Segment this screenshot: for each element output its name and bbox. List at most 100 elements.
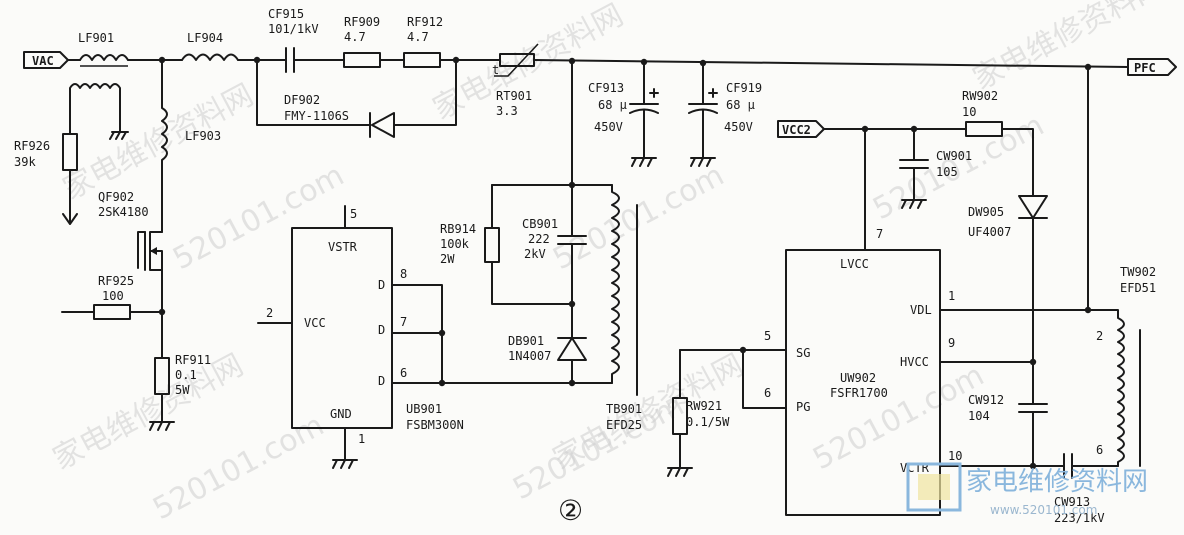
svg-text:FMY-1106S: FMY-1106S [284, 109, 349, 123]
svg-text:CW913: CW913 [1054, 495, 1090, 509]
svg-text:0.1/5W: 0.1/5W [686, 415, 730, 429]
svg-text:VCC: VCC [304, 316, 326, 330]
svg-text:RW921: RW921 [686, 399, 722, 413]
svg-text:VSTR: VSTR [328, 240, 358, 254]
svg-text:68 μ: 68 μ [598, 98, 627, 112]
svg-text:UB901: UB901 [406, 402, 442, 416]
svg-text:TW902: TW902 [1120, 265, 1156, 279]
site-logo-watermark: 家电维修资料网 www.520101.com [906, 462, 1148, 517]
svg-text:CW901: CW901 [936, 149, 972, 163]
cf913-capacitor [629, 61, 659, 159]
svg-text:CB901: CB901 [522, 217, 558, 231]
svg-text:0.1: 0.1 [175, 368, 197, 382]
cf915-capacitor [285, 47, 295, 73]
svg-text:105: 105 [936, 165, 958, 179]
svg-text:1: 1 [948, 289, 955, 303]
lf903-secondary [69, 83, 121, 133]
svg-text:10: 10 [962, 105, 976, 119]
watermark-text: 520101.com [547, 158, 730, 277]
lf901-label: LF901 [78, 31, 114, 45]
watermark-text: 520101.com [867, 108, 1050, 227]
svg-text:2kV: 2kV [524, 247, 546, 261]
svg-text:D: D [378, 323, 385, 337]
svg-text:LVCC: LVCC [840, 257, 869, 271]
ub901-ic [291, 227, 393, 429]
svg-text:10: 10 [948, 449, 962, 463]
svg-text:VCC2: VCC2 [782, 123, 811, 137]
lf903-label: LF903 [185, 129, 221, 143]
svg-text:EFD25: EFD25 [606, 418, 642, 432]
svg-text:CF915: CF915 [268, 7, 304, 21]
rf926-resistor [62, 133, 78, 171]
svg-text:1N4007: 1N4007 [508, 349, 551, 363]
svg-text:t: t [492, 63, 499, 77]
svg-text:FSBM300N: FSBM300N [406, 418, 464, 432]
svg-text:223/1kV: 223/1kV [1054, 511, 1105, 525]
svg-text:3.3: 3.3 [496, 104, 518, 118]
svg-text:6: 6 [400, 366, 407, 380]
svg-text:D: D [378, 278, 385, 292]
svg-text:CW912: CW912 [968, 393, 1004, 407]
qf902-mosfet [149, 231, 163, 311]
svg-text:RT901: RT901 [496, 89, 532, 103]
svg-text:TB901: TB901 [606, 402, 642, 416]
svg-text:QF902: QF902 [98, 190, 134, 204]
svg-text:450V: 450V [594, 120, 623, 134]
svg-text:RF912: RF912 [407, 15, 443, 29]
svg-text:HVCC: HVCC [900, 355, 929, 369]
svg-text:PFC: PFC [1134, 61, 1156, 75]
svg-text:222: 222 [528, 232, 550, 246]
svg-text:6: 6 [764, 386, 771, 400]
dw905-diode [1018, 195, 1048, 219]
watermark-text: 家电维修资料网 [967, 0, 1169, 97]
svg-text:GND: GND [330, 407, 352, 421]
cw912-capacitor [1018, 361, 1048, 467]
cw901-capacitor [899, 128, 929, 201]
cf919-capacitor [688, 62, 718, 159]
svg-text:RF911: RF911 [175, 353, 211, 367]
pfc-terminal: PFC [1127, 58, 1177, 76]
svg-text:104: 104 [968, 409, 990, 423]
lf904-inductor [181, 53, 239, 61]
svg-text:5: 5 [350, 207, 357, 221]
svg-text:100: 100 [102, 289, 124, 303]
svg-text:FSFR1700: FSFR1700 [830, 386, 888, 400]
watermark-text: 520101.com [167, 158, 350, 277]
svg-text:6: 6 [1096, 443, 1103, 457]
vcc2-terminal: VCC2 [777, 120, 825, 138]
svg-text:PG: PG [796, 400, 810, 414]
svg-text:VDL: VDL [910, 303, 932, 317]
svg-text:www.520101.com: www.520101.com [990, 503, 1097, 517]
svg-text:4.7: 4.7 [407, 30, 429, 44]
svg-text:68 μ: 68 μ [726, 98, 755, 112]
svg-text:EFD51: EFD51 [1120, 281, 1156, 295]
svg-text:RF909: RF909 [344, 15, 380, 29]
watermark-text: 520101.com [147, 408, 330, 527]
svg-text:UW902: UW902 [840, 371, 876, 385]
watermark-text: 520101.com [807, 358, 990, 477]
svg-text:5W: 5W [175, 383, 190, 397]
svg-text:39k: 39k [14, 155, 36, 169]
svg-text:RF926: RF926 [14, 139, 50, 153]
svg-text:8: 8 [400, 267, 407, 281]
svg-text:2SK4180: 2SK4180 [98, 205, 149, 219]
watermark-text: 家电维修资料网 [57, 78, 259, 207]
rf912-resistor [403, 52, 441, 68]
svg-text:RB914: RB914 [440, 222, 476, 236]
db901-diode [557, 337, 587, 361]
ground-symbol [109, 131, 129, 140]
svg-text:DW905: DW905 [968, 205, 1004, 219]
svg-text:2: 2 [266, 306, 273, 320]
lf903-inductor [161, 59, 168, 233]
svg-text:7: 7 [400, 315, 407, 329]
figure-number: ② [558, 494, 583, 527]
svg-text:RF925: RF925 [98, 274, 134, 288]
svg-text:450V: 450V [724, 120, 753, 134]
vac-terminal: VAC [23, 51, 69, 69]
svg-text:7: 7 [876, 227, 883, 241]
svg-text:9: 9 [948, 336, 955, 350]
svg-text:1: 1 [358, 432, 365, 446]
svg-text:CF919: CF919 [726, 81, 762, 95]
df902-diode [371, 112, 395, 138]
